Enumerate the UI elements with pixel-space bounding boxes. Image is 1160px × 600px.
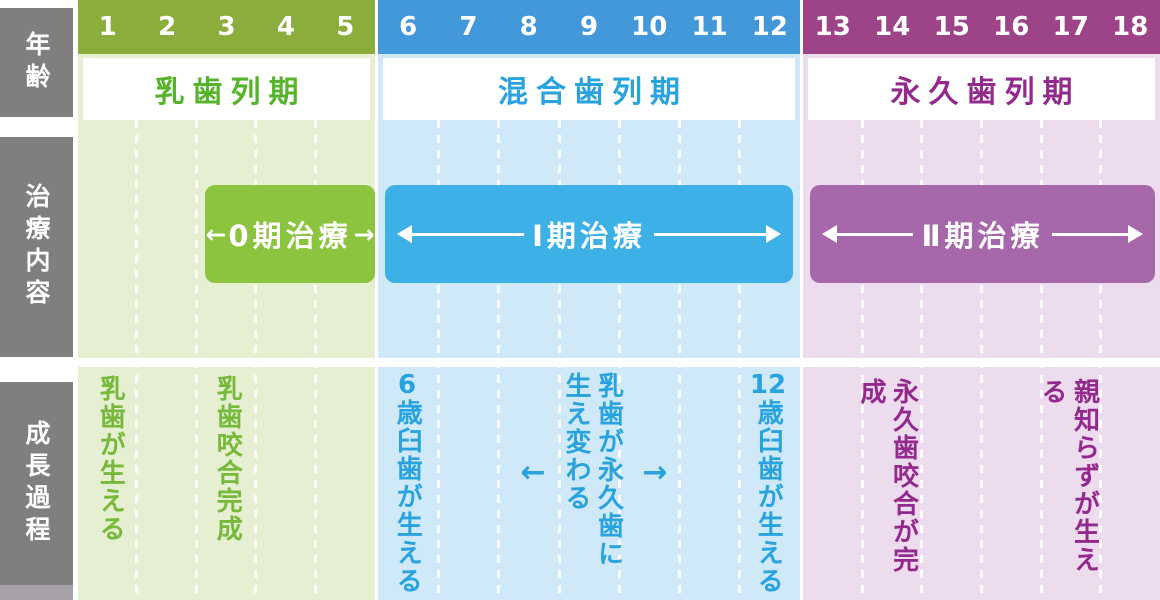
deciduous-period-band: 乳歯列期: [83, 58, 370, 120]
sidebar-row-growth-label: 成長過程: [22, 419, 51, 548]
growth-note-12yr-molar: 12 歳臼歯が生える: [749, 370, 787, 596]
mixed-period-band: 混合歯列期: [383, 58, 795, 120]
section-mixed: 6 7 8 9 10 11 12 混合歯列期 Ⅰ期治療 6 歳臼歯が生える 乳歯…: [378, 0, 800, 600]
growth-note-baby-teeth-erupt: 乳歯が生える: [95, 375, 126, 543]
mixed-age-header: 6 7 8 9 10 11 12: [378, 0, 800, 54]
age-cell: 8: [519, 12, 538, 42]
age-cell: 18: [1112, 12, 1149, 42]
sidebar-row-age-label: 年齢: [22, 30, 51, 95]
treatment-bar-phase0: ← 0期治療 →: [205, 185, 375, 283]
arrow-line: [837, 232, 914, 236]
left-arrowhead-icon: [397, 225, 412, 243]
year-divider: [1040, 0, 1043, 600]
year-divider: [314, 0, 317, 600]
age-cell: 11: [691, 12, 728, 42]
year-divider: [678, 0, 681, 600]
age-cell: 2: [158, 12, 177, 42]
growth-note-12yr-molar-number: 12: [749, 370, 787, 400]
year-divider: [738, 0, 741, 600]
sidebar-row-growth: 成長過程: [0, 382, 73, 585]
year-divider: [254, 0, 257, 600]
treatment-bar-phase2: Ⅱ期治療: [810, 185, 1155, 283]
deciduous-growth-background: [78, 367, 375, 600]
age-cell: 13: [814, 12, 851, 42]
section-deciduous: 1 2 3 4 5 乳歯列期 ← 0期治療 → 乳歯が生える 乳歯咬合完成: [78, 0, 375, 600]
treatment-phase1-label: Ⅰ期治療: [532, 219, 646, 253]
age-cell: 10: [631, 12, 668, 42]
year-divider: [980, 0, 983, 600]
year-divider: [195, 0, 198, 600]
sidebar-row-age: 年齢: [0, 8, 73, 117]
age-cell: 3: [217, 12, 236, 42]
age-cell: 6: [399, 12, 418, 42]
year-divider: [861, 0, 864, 600]
section-permanent: 13 14 15 16 17 18 永久歯列期 Ⅱ期治療 永久歯咬合が完成 親知…: [803, 0, 1160, 600]
deciduous-age-header: 1 2 3 4 5: [78, 0, 375, 54]
arrow-line: [412, 232, 525, 236]
right-arrow-icon: →: [353, 219, 375, 249]
year-divider: [135, 0, 138, 600]
left-arrow-icon: ←: [205, 219, 227, 249]
age-cell: 4: [276, 12, 295, 42]
treatment-phase2-label: Ⅱ期治療: [921, 219, 1044, 253]
left-arrow-icon: ←: [520, 455, 546, 490]
growth-note-wisdom-teeth: 親知らずが生える: [1037, 378, 1100, 574]
growth-note-6yr-molar-text: 歳臼歯が生える: [392, 399, 423, 596]
growth-note-12yr-molar-text: 歳臼歯が生える: [753, 399, 784, 596]
age-cell: 16: [993, 12, 1030, 42]
age-cell: 9: [579, 12, 599, 42]
right-arrow-icon: →: [642, 455, 668, 490]
age-cell: 5: [336, 12, 355, 42]
year-divider: [618, 0, 621, 600]
permanent-period-band: 永久歯列期: [808, 58, 1155, 120]
right-arrowhead-icon: [1128, 225, 1144, 243]
mixed-growth-background: [378, 367, 800, 600]
growth-note-teeth-replacement: 乳歯が永久歯に 生え変わる: [561, 372, 624, 568]
age-cell: 17: [1052, 12, 1089, 42]
deciduous-period-label: 乳歯列期: [154, 75, 307, 110]
year-divider: [497, 0, 500, 600]
left-arrowhead-icon: [822, 225, 837, 243]
growth-note-baby-occlusion-complete: 乳歯咬合完成: [212, 375, 243, 543]
sidebar-row-treatment: 治療内容: [0, 137, 73, 357]
age-cell: 14: [874, 12, 911, 42]
growth-note-6yr-molar: 6 歳臼歯が生える: [391, 370, 424, 596]
permanent-period-label: 永久歯列期: [890, 75, 1081, 110]
treatment-phase0-label: 0期治療: [228, 219, 352, 253]
age-cell: 1: [98, 12, 117, 42]
year-divider: [437, 0, 440, 600]
age-cell: 15: [933, 12, 970, 42]
age-cell: 12: [751, 12, 788, 42]
permanent-age-header: 13 14 15 16 17 18: [803, 0, 1160, 54]
growth-note-permanent-occlusion: 永久歯咬合が完成: [856, 378, 919, 574]
sidebar-bottom-strip: [0, 585, 73, 600]
year-divider: [1099, 0, 1102, 600]
year-divider: [558, 0, 561, 600]
mixed-period-label: 混合歯列期: [498, 75, 688, 110]
growth-note-6yr-molar-number: 6: [397, 370, 417, 400]
arrow-line: [1051, 232, 1129, 236]
age-cell: 7: [459, 12, 478, 42]
treatment-bar-phase1: Ⅰ期治療: [385, 185, 793, 283]
arrow-line: [653, 232, 767, 236]
year-divider: [920, 0, 923, 600]
right-arrowhead-icon: [766, 225, 782, 243]
sidebar-row-treatment-label: 治療内容: [22, 183, 51, 311]
